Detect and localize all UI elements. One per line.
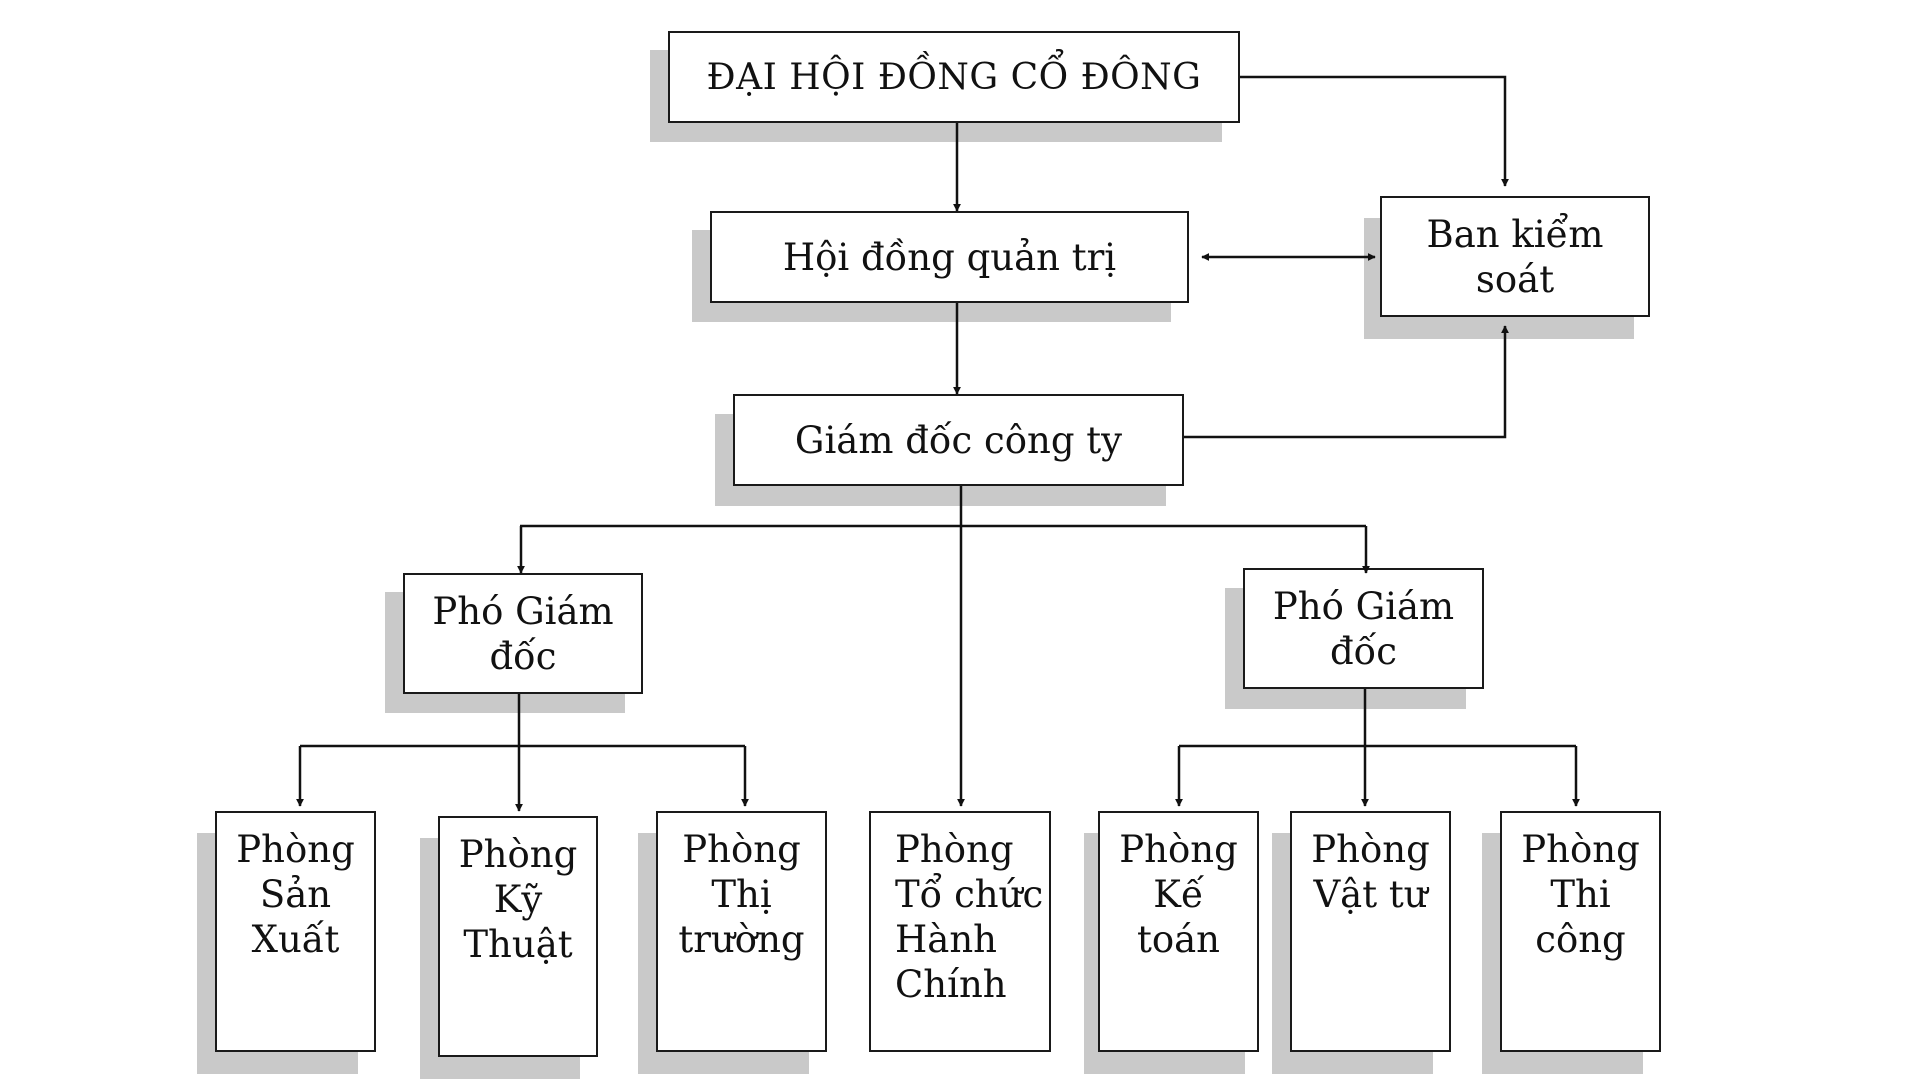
- shareholders-meeting-box: ĐẠI HỘI ĐỒNG CỔ ĐÔNG: [668, 31, 1240, 123]
- dept-production-label: Phòng Sản Xuất: [236, 828, 355, 961]
- arrow-director-to-supervisory: [1184, 325, 1509, 439]
- shareholders-meeting-label: ĐẠI HỘI ĐỒNG CỔ ĐÔNG: [706, 56, 1202, 98]
- dept-market-label: Phòng Thị trường: [678, 828, 805, 961]
- deputy-director-left-box: Phó Giám đốc: [403, 573, 643, 694]
- supervisory-board-box: Ban kiểm soát: [1380, 196, 1650, 317]
- dept-construction-box: Phòng Thi công: [1500, 811, 1661, 1052]
- dept-accounting-label: Phòng Kế toán: [1119, 828, 1238, 961]
- deputy-director-right-label: Phó Giám đốc: [1272, 584, 1455, 673]
- dept-construction-label: Phòng Thi công: [1521, 828, 1640, 961]
- dept-admin-box: Phòng Tổ chức Hành Chính: [869, 811, 1051, 1052]
- dept-market-box: Phòng Thị trường: [656, 811, 827, 1052]
- dept-admin-label: Phòng Tổ chức Hành Chính: [895, 828, 1044, 1006]
- company-director-box: Giám đốc công ty: [733, 394, 1184, 486]
- board-of-directors-label: Hội đồng quản trị: [782, 235, 1117, 279]
- dept-production-box: Phòng Sản Xuất: [215, 811, 376, 1052]
- arrow-shareholders-to-supervisory: [1240, 75, 1509, 187]
- dept-materials-label: Phòng Vật tư: [1311, 828, 1430, 916]
- dept-accounting-box: Phòng Kế toán: [1098, 811, 1259, 1052]
- deputy-director-left-label: Phó Giám đốc: [432, 589, 614, 678]
- dept-technical-label: Phòng Kỹ Thuật: [458, 833, 578, 966]
- company-director-label: Giám đốc công ty: [794, 418, 1123, 462]
- deputy-director-right-box: Phó Giám đốc: [1243, 568, 1484, 689]
- board-of-directors-box: Hội đồng quản trị: [710, 211, 1189, 303]
- dept-materials-box: Phòng Vật tư: [1290, 811, 1451, 1052]
- dept-technical-box: Phòng Kỹ Thuật: [438, 816, 598, 1057]
- supervisory-board-label: Ban kiểm soát: [1426, 212, 1604, 301]
